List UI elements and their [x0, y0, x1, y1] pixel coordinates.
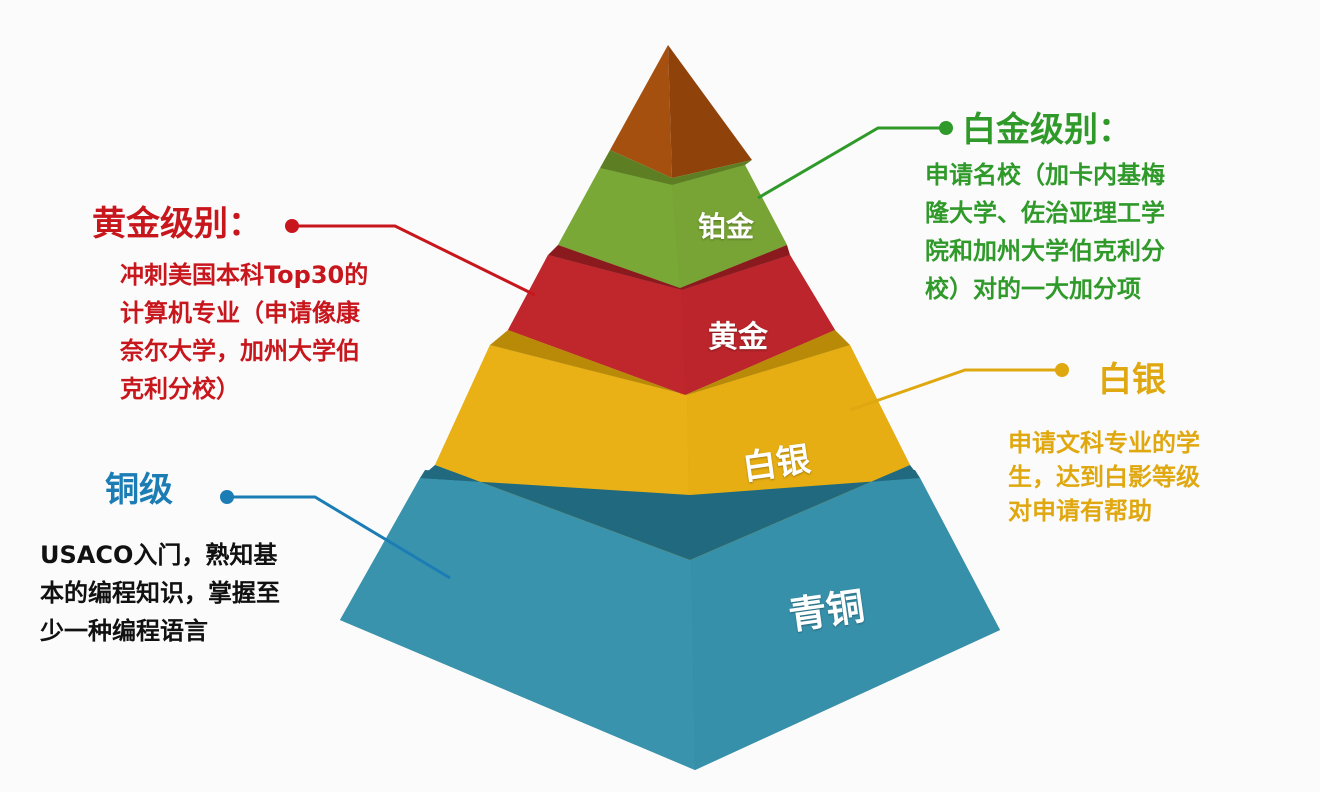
annotation-line: 院和加州大学伯克利分 [925, 237, 1165, 265]
annotation-body: 申请文科专业的学 生，达到白影等级 对申请有帮助 [1008, 426, 1200, 528]
annotation-line: 计算机专业（申请像康 [120, 299, 360, 327]
annotation-line: 校）对的一大加分项 [925, 275, 1141, 303]
tier-label-bronze: 青铜 [785, 583, 868, 639]
annotation-line: 申请名校（加卡内基梅 [925, 161, 1165, 189]
connector-platinum [757, 121, 953, 200]
annotation-line: 奈尔大学，加州大学伯 [120, 337, 360, 365]
tier-top [600, 45, 752, 185]
tier-platinum [548, 165, 790, 290]
annotation-line: 生，达到白影等级 [1008, 463, 1200, 491]
annotation-line: 克利分校） [120, 375, 240, 403]
tier-label-gold: 黄金 [708, 320, 768, 355]
annotation-line: 隆大学、佐治亚理工学 [925, 199, 1165, 227]
annotation-body: 冲刺美国本科Top30的 计算机专业（申请像康 奈尔大学，加州大学伯 克利分校） [120, 256, 368, 408]
annotation-line: 对申请有帮助 [1008, 497, 1152, 525]
connector-bronze [220, 490, 451, 580]
tier-bronze [340, 455, 1000, 770]
tier-label-silver: 白银 [740, 439, 813, 489]
annotation-body: 申请名校（加卡内基梅 隆大学、佐治亚理工学 院和加州大学伯克利分 校）对的一大加… [925, 156, 1165, 308]
annotation-line: 本的编程知识，掌握至 [40, 579, 280, 607]
connector-gold [285, 219, 536, 297]
annotation-line: USACO入门，熟知基 [40, 541, 278, 569]
annotation-line: 冲刺美国本科Top30的 [120, 261, 369, 289]
annotation-title: 白金级别： [962, 110, 1132, 150]
tier-label-platinum: 铂金 [698, 210, 755, 243]
annotation-line: 申请文科专业的学 [1008, 429, 1200, 457]
annotation-title: 铜级 [105, 470, 173, 510]
tier-gold [490, 255, 850, 395]
annotation-title: 白银 [1098, 360, 1166, 400]
annotation-line: 少一种编程语言 [40, 617, 208, 645]
connector-silver [849, 363, 1069, 412]
tier-silver [420, 345, 920, 560]
annotation-title: 黄金级别： [92, 204, 262, 244]
annotation-body: USACO入门，熟知基 本的编程知识，掌握至 少一种编程语言 [40, 536, 280, 650]
